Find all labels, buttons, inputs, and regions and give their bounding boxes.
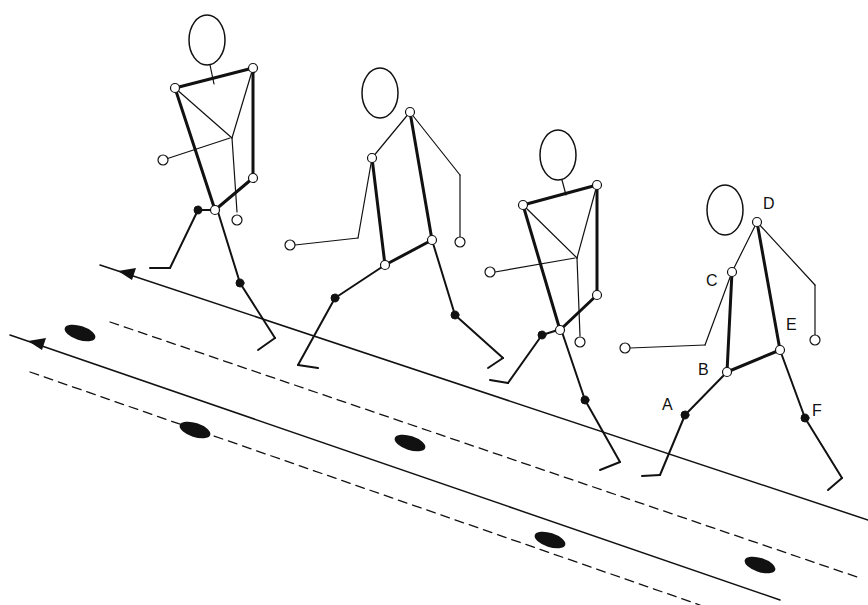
point-label: C <box>706 273 718 289</box>
point-label: E <box>786 317 797 333</box>
point-label: A <box>662 397 673 413</box>
point-label: D <box>763 196 775 212</box>
point-label: F <box>812 403 822 419</box>
point-label: B <box>698 362 709 378</box>
